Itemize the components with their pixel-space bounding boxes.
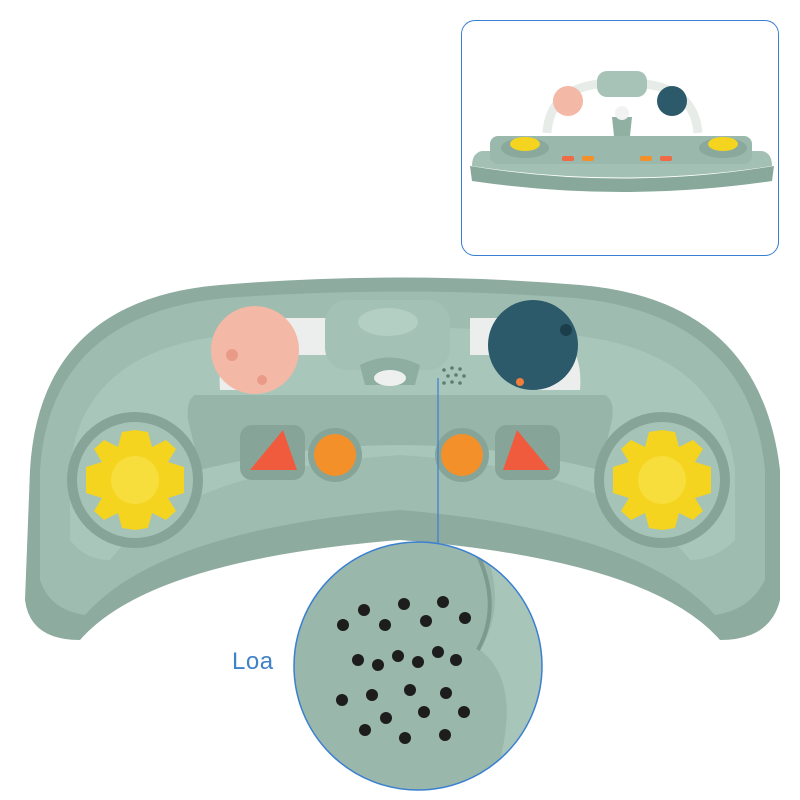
triangle-button-icon xyxy=(503,430,550,470)
speaker-grille-icon xyxy=(442,366,466,385)
triangle-button-icon xyxy=(250,430,297,470)
speaker-label: Loa xyxy=(232,648,274,675)
product-overview-inset xyxy=(461,20,779,256)
product-overview-illustration xyxy=(470,71,774,192)
orange-round-button xyxy=(314,434,356,476)
navy-ball xyxy=(488,300,578,390)
yellow-gear-button-icon xyxy=(594,412,730,548)
speaker-magnifier xyxy=(294,542,542,790)
yellow-gear-button-icon xyxy=(67,412,203,548)
orange-round-button xyxy=(441,434,483,476)
pink-ball xyxy=(211,306,299,394)
